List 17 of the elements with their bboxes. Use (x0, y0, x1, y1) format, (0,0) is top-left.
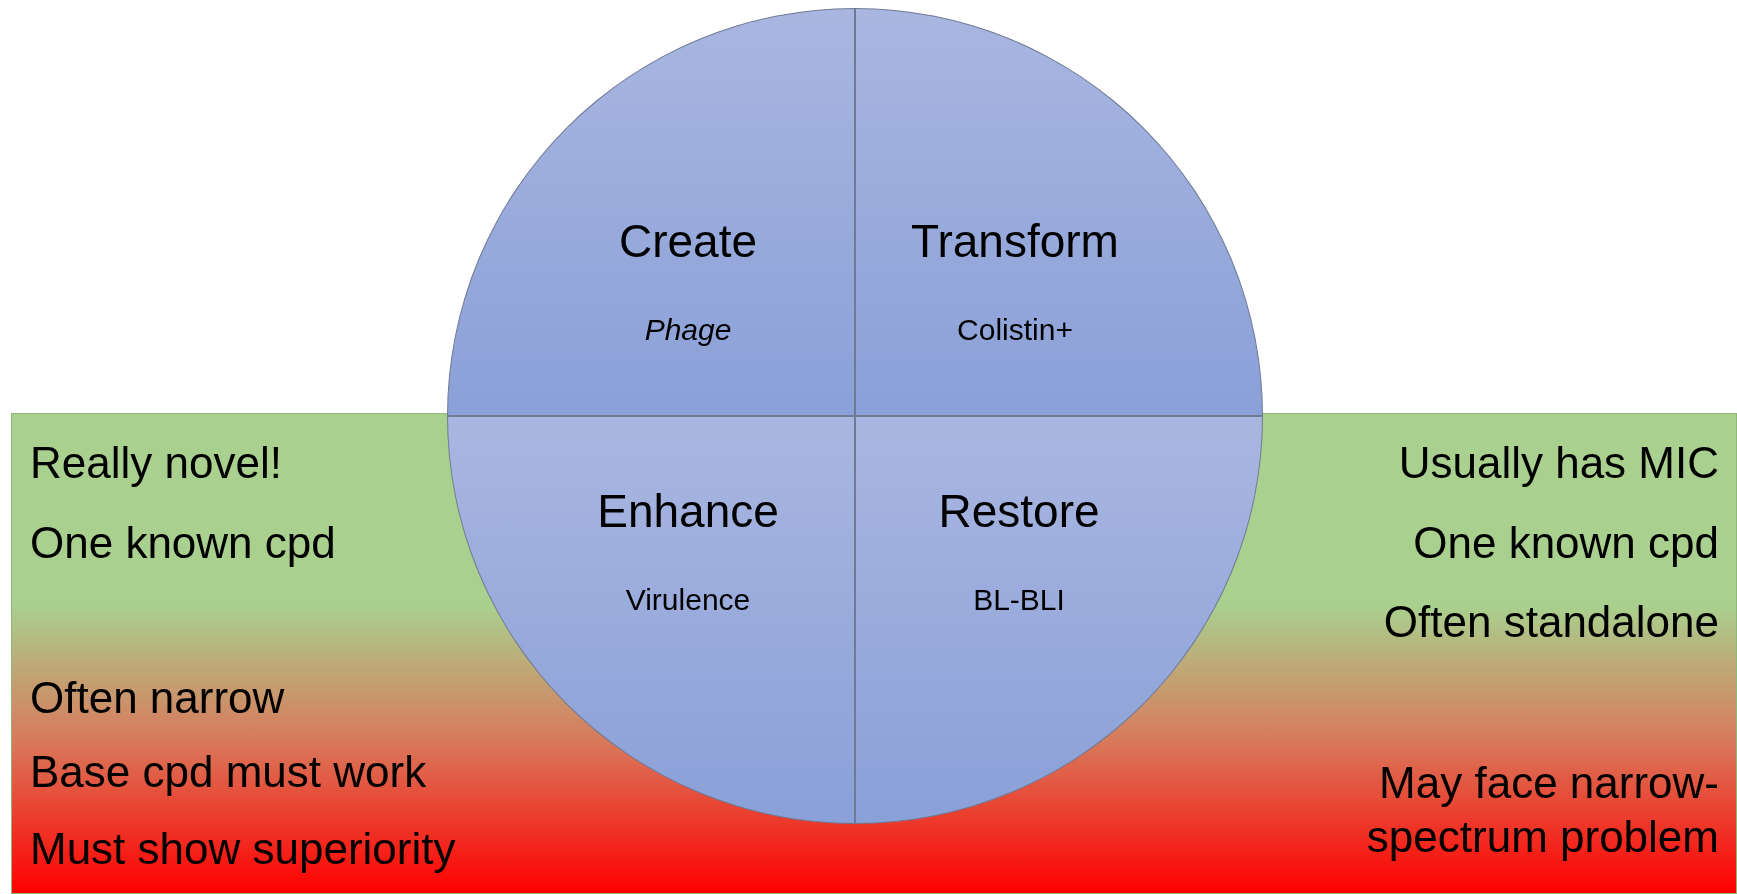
note-text: Base cpd must work (30, 746, 427, 798)
quadrant-example: Phage (644, 313, 732, 347)
quadrant-example: Virulence (625, 583, 751, 617)
note-text: Must show superiority (30, 823, 456, 875)
quadrant-title: Restore (938, 484, 1100, 538)
quadrant-example: Colistin+ (957, 313, 1073, 347)
quadrant-example: BL-BLI (973, 583, 1065, 617)
quadrant-title: Create (618, 214, 758, 268)
note-text: Often narrow (30, 672, 285, 724)
note-text: One known cpd (30, 517, 336, 569)
note-text: One known cpd (1413, 517, 1719, 569)
note-text: Really novel! (30, 437, 282, 489)
note-text: Usually has MIC (1398, 437, 1719, 489)
note-text: May face narrow-spectrum problem (1365, 757, 1719, 863)
quadrant-title: Enhance (597, 484, 779, 538)
quadrant-title: Transform (911, 214, 1119, 268)
note-text: Often standalone (1383, 596, 1719, 648)
